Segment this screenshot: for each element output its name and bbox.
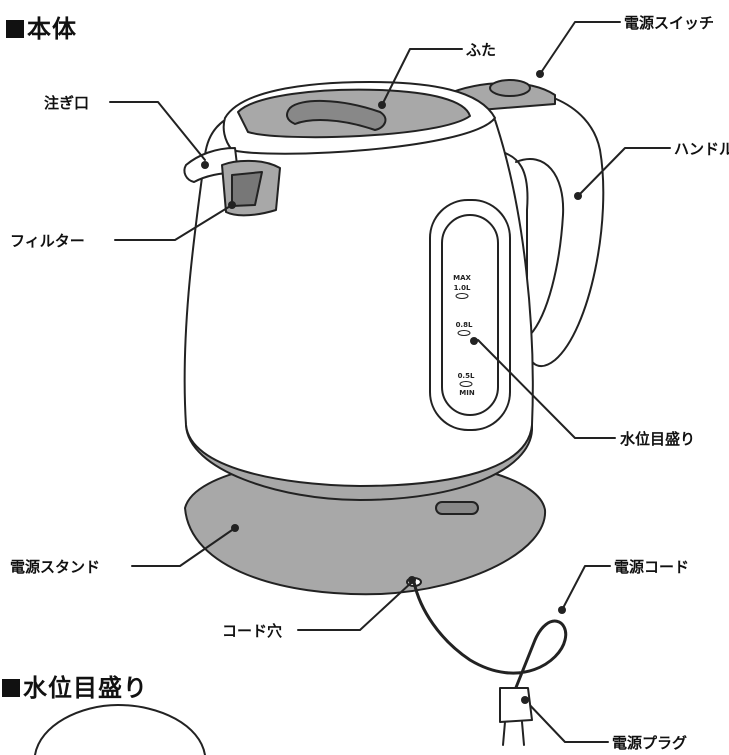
leader-water-level (477, 339, 616, 439)
label-handle: ハンドル (674, 140, 729, 158)
cord-dot (558, 606, 566, 614)
switch-dot (536, 70, 544, 78)
cord-hole-dot (408, 576, 416, 584)
gauge-max-volume: 1.0L (454, 284, 471, 292)
filter-inner (231, 171, 263, 207)
label-power-stand: 電源スタンド (10, 558, 101, 576)
handle-shape (479, 88, 605, 368)
label-filter: フィルター (10, 232, 85, 250)
leader-plug (524, 699, 609, 743)
heading-water-gauge-text: 水位目盛り (23, 674, 148, 702)
gauge-min-volume: 0.5L (458, 372, 475, 380)
gauge-dot (470, 337, 478, 345)
leader-lid (381, 48, 463, 106)
label-power-cord: 電源コード (614, 558, 690, 576)
spout-shape (183, 147, 239, 183)
filter-dot (228, 201, 236, 209)
leader-power-stand (131, 527, 236, 567)
leader-cord-hole (297, 581, 413, 631)
plug-dot (521, 696, 529, 704)
leader-spout (109, 101, 206, 161)
gauge-detail-circle (34, 704, 206, 755)
label-water-level: 水位目盛り (620, 430, 696, 448)
leader-handle (577, 147, 671, 197)
stand-dot (231, 524, 239, 532)
leader-cord (561, 565, 611, 611)
heading-water-gauge: 水位目盛り (2, 668, 148, 703)
heading-main-body: 本体 (6, 9, 77, 44)
square-bullet-icon (2, 679, 20, 697)
plug-body (499, 687, 533, 723)
leader-switch (539, 21, 621, 75)
leader-filter (114, 204, 233, 241)
power-cord (412, 580, 568, 692)
label-power-plug: 電源プラグ (612, 734, 688, 752)
label-power-switch: 電源スイッチ (624, 14, 715, 32)
label-cord-hole: コード穴 (222, 622, 283, 640)
handle-inner (515, 157, 565, 336)
gauge-inner (441, 214, 499, 416)
gauge-max-label: MAX (453, 274, 471, 282)
gauge-min-label: MIN (459, 389, 475, 397)
switch-button (489, 79, 531, 97)
heading-main-body-text: 本体 (27, 15, 77, 43)
square-bullet-icon (6, 20, 24, 38)
label-spout: 注ぎ口 (44, 94, 90, 112)
lid-dot (378, 101, 386, 109)
stand-slot (435, 501, 479, 515)
lid-button (286, 100, 387, 131)
gauge-mid-volume: 0.8L (456, 321, 473, 329)
plug-pin-left (502, 721, 506, 746)
spout-dot (201, 161, 209, 169)
plug-pin-right (521, 721, 525, 746)
label-lid: ふた (466, 41, 497, 59)
handle-dot (574, 192, 582, 200)
